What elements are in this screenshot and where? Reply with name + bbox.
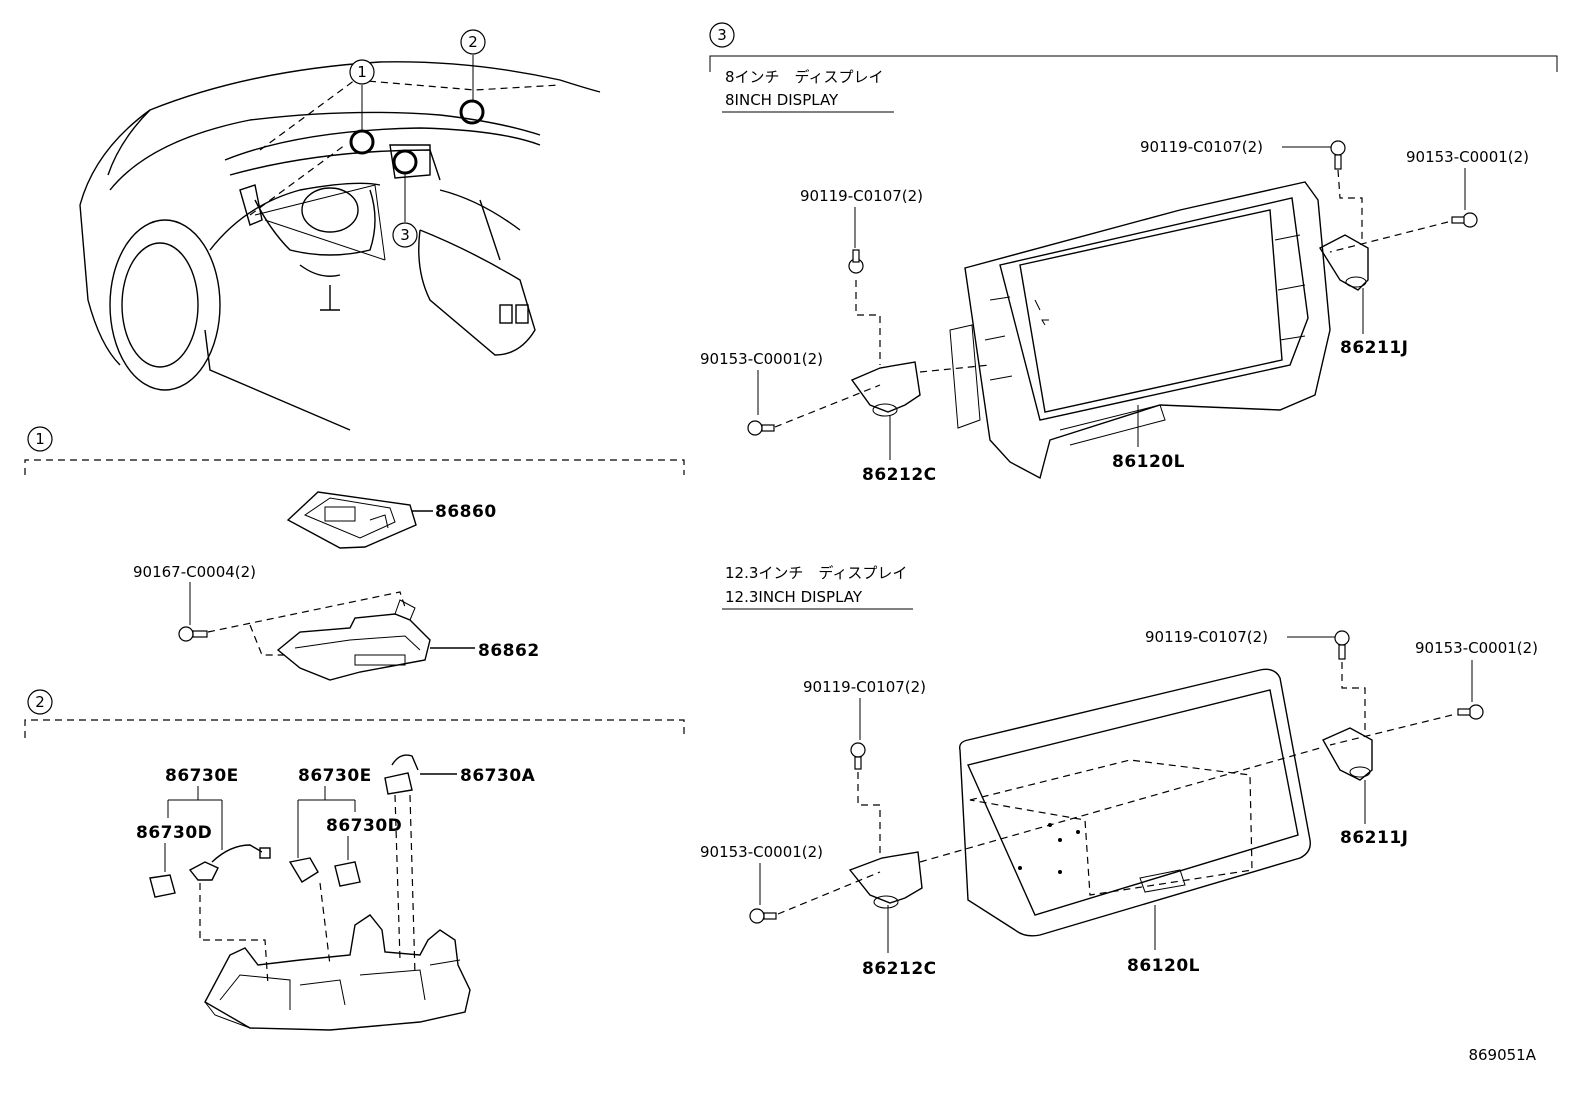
d12-label-90153-right: 90153-C0001(2) [1415, 639, 1538, 657]
label-86730E-b: 86730E [298, 766, 372, 786]
d8-label-86120L: 86120L [1112, 452, 1185, 472]
section-1: 1 86860 90167-C0004(2) 86862 [24, 426, 685, 681]
label-86860: 86860 [435, 502, 497, 522]
bulb-socket-parts [149, 754, 419, 898]
d8-label-90153-right: 90153-C0001(2) [1406, 148, 1529, 166]
bolt-icon [850, 742, 866, 770]
d12-label-86212C: 86212C [862, 959, 937, 979]
label-86730D-b: 86730D [326, 816, 402, 836]
d8-label-90119-left: 90119-C0107(2) [800, 187, 923, 205]
d8-label-86211J: 86211J [1340, 338, 1408, 358]
d12-label-90153-left: 90153-C0001(2) [700, 843, 823, 861]
bolt-icon [178, 626, 208, 642]
section-3: 3 8インチ ディスプレイ 8INCH DISPLAY 90119-C0107(… [700, 22, 1558, 1064]
diagram-id: 869051A [1468, 1046, 1536, 1064]
overhead-console-housing [204, 914, 471, 1031]
d12-label-86120L: 86120L [1127, 956, 1200, 976]
car-interior-overview: 1 2 3 [79, 29, 601, 431]
display-8-unit [949, 181, 1331, 480]
part-86862-drawing [276, 599, 431, 681]
d8-label-90119-top: 90119-C0107(2) [1140, 138, 1263, 156]
part-86860-drawing [286, 491, 417, 549]
bolt-icon [1334, 630, 1350, 660]
bracket-86212C-12 [848, 851, 923, 909]
callout-2: 2 [468, 33, 478, 51]
section-2-number: 2 [35, 693, 45, 711]
d12-label-86211J: 86211J [1340, 828, 1408, 848]
callout-1: 1 [357, 63, 367, 81]
label-86730D-a: 86730D [136, 823, 212, 843]
label-86730A: 86730A [460, 766, 536, 786]
section-2: 2 86730E 86730D 86730E 86730D 86730A [24, 689, 685, 1031]
display-12-unit [958, 668, 1311, 937]
bolt-icon [1451, 212, 1478, 228]
bolt-icon [749, 908, 777, 924]
d8-label-86212C: 86212C [862, 465, 937, 485]
bolt-icon [747, 420, 775, 436]
d12-label-90119-top: 90119-C0107(2) [1145, 628, 1268, 646]
label-90167: 90167-C0004(2) [133, 563, 256, 581]
bolt-icon [848, 249, 864, 274]
label-86862: 86862 [478, 641, 540, 661]
bracket-86211J-8 [1319, 234, 1369, 291]
label-86730E-a: 86730E [165, 766, 239, 786]
display-12-title-jp: 12.3インチ ディスプレイ [725, 564, 907, 582]
bolt-icon [1457, 704, 1484, 720]
bolt-icon [1330, 140, 1346, 170]
display-8-title-jp: 8インチ ディスプレイ [725, 68, 884, 86]
callout-3: 3 [400, 226, 410, 244]
d12-label-90119-left: 90119-C0107(2) [803, 678, 926, 696]
d8-label-90153-left: 90153-C0001(2) [700, 350, 823, 368]
bracket-86211J-12 [1322, 727, 1373, 781]
bracket-86212C-8 [850, 361, 921, 417]
section-1-number: 1 [35, 430, 45, 448]
display-12-title-en: 12.3INCH DISPLAY [725, 588, 863, 606]
section-3-number: 3 [717, 26, 727, 44]
display-8-title-en: 8INCH DISPLAY [725, 91, 839, 109]
